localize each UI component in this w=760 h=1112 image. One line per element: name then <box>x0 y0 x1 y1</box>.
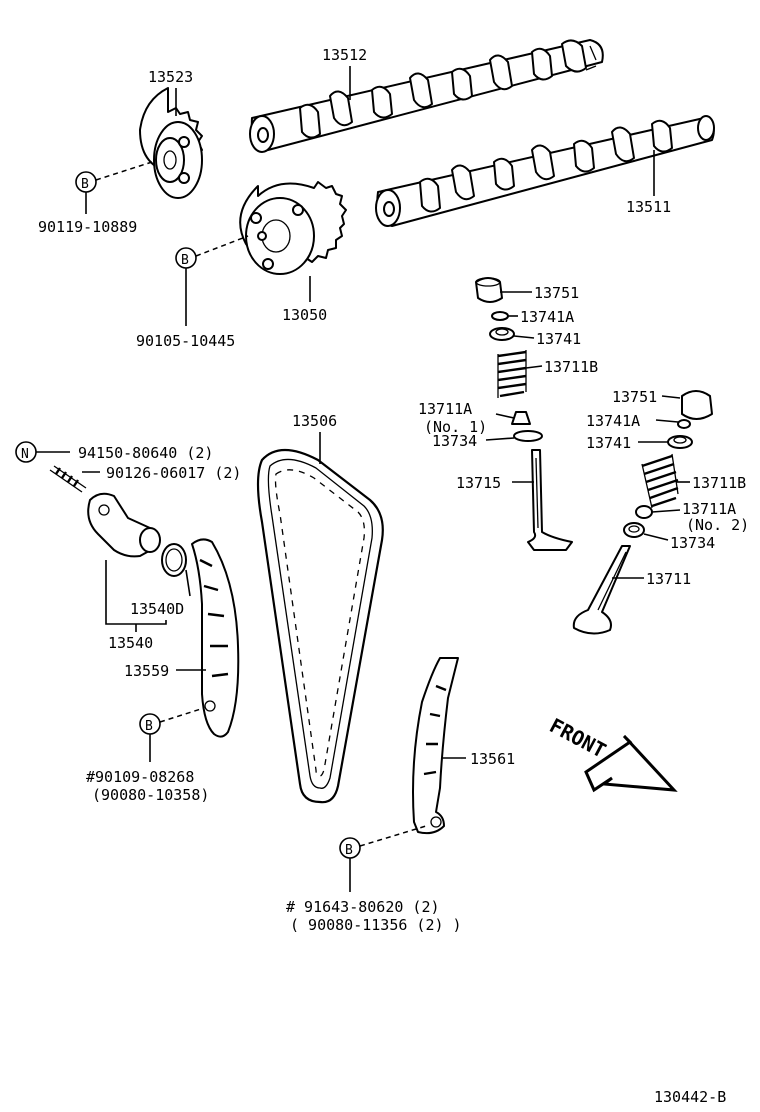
valve-spring-13711B-a <box>497 350 527 398</box>
label-13711A-a-no: (No. 1) <box>424 418 487 436</box>
callout-b-4: B <box>345 843 353 858</box>
spring-retainer-13741-b <box>667 435 693 449</box>
callout-b-90119: B <box>75 161 153 214</box>
callout-n-94150: N <box>15 441 70 463</box>
valve-keeper-13741A-b <box>677 419 691 429</box>
chain-vibration-damper-13561 <box>412 657 459 835</box>
label-13540: 13540 <box>108 634 153 652</box>
label-90109-08268: #90109-08268 <box>86 768 194 786</box>
valve-seat-13734-a <box>513 430 543 442</box>
label-13711: 13711 <box>646 570 691 588</box>
callout-b-1: B <box>81 177 89 192</box>
label-13523: 13523 <box>148 68 193 86</box>
chain-tensioner-slipper-13559 <box>191 538 240 738</box>
label-90126-06017: 90126-06017 (2) <box>106 464 241 482</box>
label-13050: 13050 <box>282 306 327 324</box>
label-13511: 13511 <box>626 198 671 216</box>
label-13741-b: 13741 <box>586 434 631 452</box>
label-13711B-b: 13711B <box>692 474 746 492</box>
label-13711A-a: 13711A <box>418 400 472 418</box>
label-90080-11356: ( 90080-11356 (2) ) <box>290 916 462 934</box>
label-13741A-a: 13741A <box>520 308 574 326</box>
chain-tensioner-13540 <box>87 492 161 558</box>
label-13711A-b: 13711A <box>682 500 736 518</box>
label-13506: 13506 <box>292 412 337 430</box>
callout-n-1: N <box>21 447 29 462</box>
callout-b-91643: B <box>339 825 427 892</box>
gasket-13540D <box>161 543 187 577</box>
camshaft-13512 <box>249 39 604 153</box>
front-label: FRONT <box>546 713 610 762</box>
label-13751-b: 13751 <box>612 388 657 406</box>
label-13751-a: 13751 <box>534 284 579 302</box>
spring-retainer-13741-a <box>489 327 515 341</box>
callout-b-90105: B <box>175 235 249 326</box>
label-13734-b: 13734 <box>670 534 715 552</box>
label-13715: 13715 <box>456 474 501 492</box>
label-13741A-b: 13741A <box>586 412 640 430</box>
label-13711A-b-no: (No. 2) <box>686 516 749 534</box>
label-91643-80620: # 91643-80620 (2) <box>286 898 440 916</box>
label-94150-80640: 94150-80640 (2) <box>78 444 213 462</box>
tensioner-bolt-90126 <box>49 465 87 493</box>
camshaft-13511 <box>375 115 715 227</box>
label-13512: 13512 <box>322 46 367 64</box>
valve-keeper-13741A-a <box>491 311 509 321</box>
callout-b-90109: B <box>139 707 205 762</box>
label-90105-10445: 90105-10445 <box>136 332 235 350</box>
camshaft-timing-sprocket-13523 <box>139 87 203 199</box>
front-arrow: FRONT <box>546 713 678 793</box>
figure-code: 130442-B <box>654 1088 726 1106</box>
valve-lifter-13751-a <box>475 277 503 303</box>
label-13559: 13559 <box>124 662 169 680</box>
valve-lifter-13751-b <box>681 390 713 420</box>
label-13741-a: 13741 <box>536 330 581 348</box>
label-13540D: 13540D <box>130 600 184 618</box>
callout-b-2: B <box>181 253 189 268</box>
valve-stem-seal-13711A-a <box>511 411 531 425</box>
valve-spring-13711B-b <box>641 453 679 509</box>
label-90080-10358: (90080-10358) <box>92 786 209 804</box>
callout-b-3: B <box>145 719 153 734</box>
valve-seat-13734-b <box>623 522 645 538</box>
exhaust-valve-13715 <box>527 449 573 551</box>
intake-valve-13711 <box>572 545 631 635</box>
label-13561: 13561 <box>470 750 515 768</box>
label-13711B-a: 13711B <box>544 358 598 376</box>
valve-stem-seal-13711A-b <box>635 505 653 519</box>
label-90119-10889: 90119-10889 <box>38 218 137 236</box>
label-13734-a: 13734 <box>432 432 477 450</box>
timing-chain-13506 <box>256 449 384 804</box>
camshaft-timing-gear-13050 <box>239 181 347 275</box>
